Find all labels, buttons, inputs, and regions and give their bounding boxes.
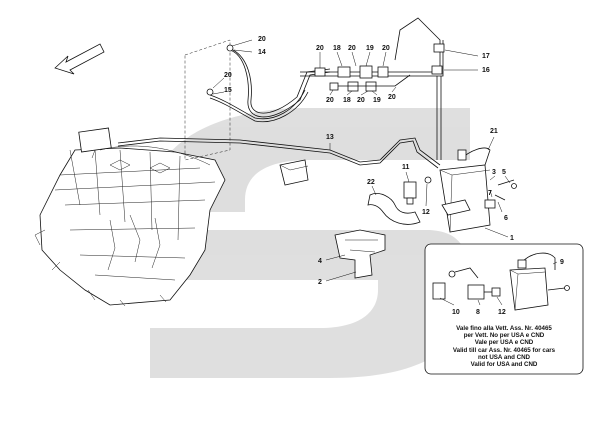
vapor-tube-13: [117, 137, 441, 169]
callout-20: 20: [258, 36, 266, 43]
upper-fittings-row: [300, 17, 445, 160]
tube-bracket-14-15: [184, 39, 331, 161]
callout-17: 17: [482, 53, 490, 60]
callout-20: 20: [382, 45, 390, 52]
direction-arrow-icon: [54, 43, 105, 75]
mounting-bracket-2-4: [334, 229, 386, 279]
callout-16: 16: [482, 67, 490, 74]
solenoid-valve-11: [403, 176, 432, 205]
callout-21: 21: [490, 128, 498, 135]
note-line: Vale fino alla Vett. Ass. Nr. 40465: [456, 325, 552, 332]
callout-11: 11: [402, 164, 410, 171]
callout-20: 20: [357, 97, 365, 104]
callout-12: 12: [498, 309, 506, 316]
intake-manifold: [34, 127, 226, 307]
inset-note: Vale fino alla Vett. Ass. Nr. 40465 per …: [453, 325, 556, 368]
hose-22: [367, 193, 421, 225]
inset-frame: [424, 243, 584, 375]
callout-20: 20: [326, 97, 334, 104]
callout-3: 3: [492, 169, 496, 176]
note-line: Vale per USA e CND: [475, 339, 534, 346]
callout-6: 6: [504, 215, 508, 222]
callout-labels: 20 14 20 15 20 18 20 19 20 17 16 20 18 2…: [224, 36, 564, 316]
callout-19: 19: [373, 97, 381, 104]
note-line: Valid for USA and CND: [471, 361, 538, 368]
callout-22: 22: [367, 179, 375, 186]
note-line: not USA and CND: [478, 354, 531, 361]
callout-4: 4: [318, 258, 322, 265]
callout-2: 2: [318, 279, 322, 286]
callout-19: 19: [366, 45, 374, 52]
callout-10: 10: [452, 309, 460, 316]
callout-13: 13: [326, 134, 334, 141]
callout-5: 5: [502, 169, 506, 176]
callout-1: 1: [510, 235, 514, 242]
callout-8: 8: [476, 309, 480, 316]
callout-20: 20: [224, 72, 232, 79]
note-line: Valid till car Ass. Nr. 40465 for cars: [453, 347, 556, 354]
carbon-canister-1: [439, 147, 517, 233]
callout-7: 7: [488, 190, 492, 197]
callout-15: 15: [224, 87, 232, 94]
callout-18: 18: [333, 45, 341, 52]
callout-20: 20: [348, 45, 356, 52]
callout-9: 9: [560, 259, 564, 266]
bracket-13-support: [279, 159, 309, 186]
callout-18: 18: [343, 97, 351, 104]
callout-20: 20: [388, 94, 396, 101]
callout-20: 20: [316, 45, 324, 52]
note-line: per Vett. No per USA e CND: [464, 332, 545, 339]
leader-lines: [212, 39, 558, 306]
callout-12: 12: [422, 209, 430, 216]
callout-14: 14: [258, 49, 266, 56]
